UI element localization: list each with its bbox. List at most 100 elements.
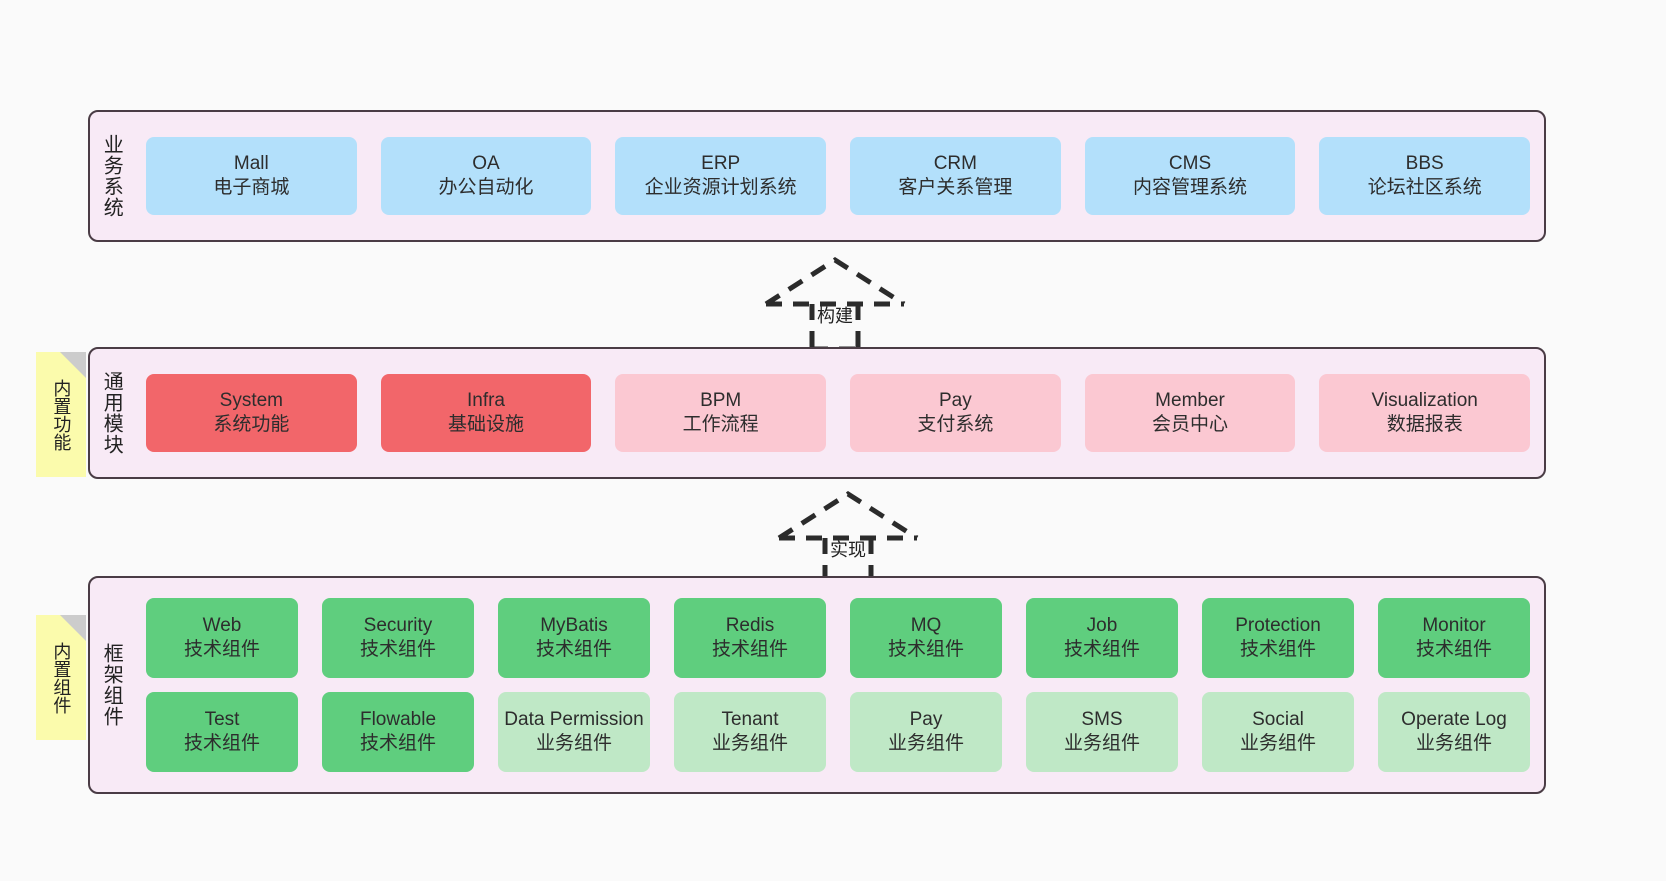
card-mybatis[interactable]: MyBatis 技术组件 <box>498 598 650 678</box>
card-member[interactable]: Member 会员中心 <box>1084 374 1296 452</box>
connector-build: 构建 <box>760 256 910 352</box>
card-crm[interactable]: CRM 客户关系管理 <box>850 137 1061 215</box>
card-erp-desc: 企业资源计划系统 <box>644 177 797 198</box>
card-job[interactable]: Job 技术组件 <box>1026 598 1178 678</box>
layer-business-title: 业务系统 <box>100 134 123 218</box>
card-oa[interactable]: OA 办公自动化 <box>380 137 592 215</box>
card-member-desc: 会员中心 <box>1152 414 1229 435</box>
layer-business-body: Mall 电子商城 OA 办公自动化 ERP 企业资源计划系统 CRM 客户关系… <box>132 112 1544 240</box>
card-infra-name: Infra <box>466 389 506 411</box>
business-card-row: Mall 电子商城 OA 办公自动化 ERP 企业资源计划系统 CRM 客户关系… <box>146 137 1531 215</box>
card-tenant[interactable]: Tenant 业务组件 <box>674 692 826 772</box>
card-bbs-desc: 论坛社区系统 <box>1367 177 1482 198</box>
card-flowable-name: Flowable <box>359 708 437 730</box>
sticky-note-builtin-component-label: 内置组件 <box>51 641 72 714</box>
card-bpm-name: BPM <box>700 389 742 411</box>
layer-business-systems: 业务系统 Mall 电子商城 OA 办公自动化 ERP 企业资源计划系统 CRM… <box>88 110 1546 242</box>
card-web-desc: 技术组件 <box>183 639 260 660</box>
card-mq-name: MQ <box>910 614 942 636</box>
card-mybatis-desc: 技术组件 <box>535 639 612 660</box>
card-pay-module-desc: 支付系统 <box>917 414 994 435</box>
card-bbs-name: BBS <box>1405 152 1444 174</box>
card-social[interactable]: Social 业务组件 <box>1202 692 1354 772</box>
framework-biz-row: Test 技术组件 Flowable 技术组件 Data Permission … <box>146 692 1530 772</box>
card-infra-desc: 基础设施 <box>448 414 525 435</box>
card-sms-name: SMS <box>1081 708 1123 730</box>
card-social-name: Social <box>1252 708 1304 730</box>
card-system-name: System <box>219 389 284 411</box>
card-visualization-name: Visualization <box>1371 389 1478 411</box>
card-flowable[interactable]: Flowable 技术组件 <box>322 692 474 772</box>
sticky-note-builtin-function-label: 内置功能 <box>51 378 72 451</box>
card-mybatis-name: MyBatis <box>540 614 608 636</box>
card-pay-component[interactable]: Pay 业务组件 <box>850 692 1002 772</box>
card-oa-desc: 办公自动化 <box>438 177 534 198</box>
card-tenant-name: Tenant <box>721 708 779 730</box>
card-monitor-desc: 技术组件 <box>1415 639 1492 660</box>
card-security-desc: 技术组件 <box>359 639 436 660</box>
card-protection-name: Protection <box>1235 614 1321 636</box>
card-pay-module[interactable]: Pay 支付系统 <box>850 374 1061 452</box>
connector-realize: 实现 <box>773 490 923 586</box>
card-operate-log-name: Operate Log <box>1401 708 1507 730</box>
layer-framework-body: Web 技术组件 Security 技术组件 MyBatis 技术组件 Redi… <box>132 578 1544 792</box>
card-operate-log-desc: 业务组件 <box>1415 733 1492 754</box>
card-visualization-desc: 数据报表 <box>1386 414 1463 435</box>
card-test[interactable]: Test 技术组件 <box>146 692 298 772</box>
card-mall-desc: 电子商城 <box>213 177 290 198</box>
card-erp-name: ERP <box>701 152 741 174</box>
connector-build-label: 构建 <box>817 306 853 326</box>
card-monitor[interactable]: Monitor 技术组件 <box>1378 598 1530 678</box>
card-data-permission[interactable]: Data Permission 业务组件 <box>498 692 650 772</box>
card-monitor-name: Monitor <box>1422 614 1486 636</box>
sticky-note-builtin-component: 内置组件 <box>36 615 86 740</box>
card-cms[interactable]: CMS 内容管理系统 <box>1084 137 1296 215</box>
card-infra[interactable]: Infra 基础设施 <box>380 374 592 452</box>
card-redis[interactable]: Redis 技术组件 <box>674 598 826 678</box>
card-system[interactable]: System 系统功能 <box>146 374 357 452</box>
card-sms[interactable]: SMS 业务组件 <box>1026 692 1178 772</box>
card-bpm-desc: 工作流程 <box>682 414 759 435</box>
layer-framework-components: 框架组件 Web 技术组件 Security 技术组件 MyBatis 技术组件… <box>88 576 1546 794</box>
card-system-desc: 系统功能 <box>213 414 290 435</box>
card-test-name: Test <box>204 708 240 730</box>
card-protection-desc: 技术组件 <box>1239 639 1316 660</box>
card-mall[interactable]: Mall 电子商城 <box>146 137 357 215</box>
card-pay-module-name: Pay <box>938 389 972 411</box>
card-social-desc: 业务组件 <box>1239 733 1316 754</box>
card-redis-name: Redis <box>725 614 775 636</box>
card-cms-name: CMS <box>1168 152 1212 174</box>
layer-modules-body: System 系统功能 Infra 基础设施 BPM 工作流程 Pay 支付系统… <box>132 349 1544 477</box>
card-test-desc: 技术组件 <box>183 733 260 754</box>
card-tenant-desc: 业务组件 <box>711 733 788 754</box>
modules-card-row: System 系统功能 Infra 基础设施 BPM 工作流程 Pay 支付系统… <box>146 374 1531 452</box>
sticky-fold-corner-icon <box>60 352 86 378</box>
card-operate-log[interactable]: Operate Log 业务组件 <box>1378 692 1530 772</box>
card-crm-desc: 客户关系管理 <box>898 177 1013 198</box>
card-redis-desc: 技术组件 <box>711 639 788 660</box>
card-web-name: Web <box>202 614 242 636</box>
card-bbs[interactable]: BBS 论坛社区系统 <box>1319 137 1531 215</box>
card-member-name: Member <box>1155 389 1225 411</box>
card-web[interactable]: Web 技术组件 <box>146 598 298 678</box>
card-sms-desc: 业务组件 <box>1063 733 1140 754</box>
layer-modules-title: 通用模块 <box>100 371 123 455</box>
card-job-name: Job <box>1086 614 1118 636</box>
card-visualization[interactable]: Visualization 数据报表 <box>1319 374 1531 452</box>
card-protection[interactable]: Protection 技术组件 <box>1202 598 1354 678</box>
card-job-desc: 技术组件 <box>1063 639 1140 660</box>
card-bpm[interactable]: BPM 工作流程 <box>615 374 827 452</box>
connector-realize-label: 实现 <box>830 540 866 560</box>
framework-tech-row: Web 技术组件 Security 技术组件 MyBatis 技术组件 Redi… <box>146 598 1530 678</box>
card-erp[interactable]: ERP 企业资源计划系统 <box>615 137 827 215</box>
sticky-note-builtin-function: 内置功能 <box>36 352 86 477</box>
card-crm-name: CRM <box>933 152 977 174</box>
card-mall-name: Mall <box>233 152 269 174</box>
card-oa-name: OA <box>472 152 500 174</box>
card-flowable-desc: 技术组件 <box>359 733 436 754</box>
card-security[interactable]: Security 技术组件 <box>322 598 474 678</box>
card-pay-component-desc: 业务组件 <box>887 733 964 754</box>
card-mq-desc: 技术组件 <box>887 639 964 660</box>
card-cms-desc: 内容管理系统 <box>1133 177 1248 198</box>
card-mq[interactable]: MQ 技术组件 <box>850 598 1002 678</box>
